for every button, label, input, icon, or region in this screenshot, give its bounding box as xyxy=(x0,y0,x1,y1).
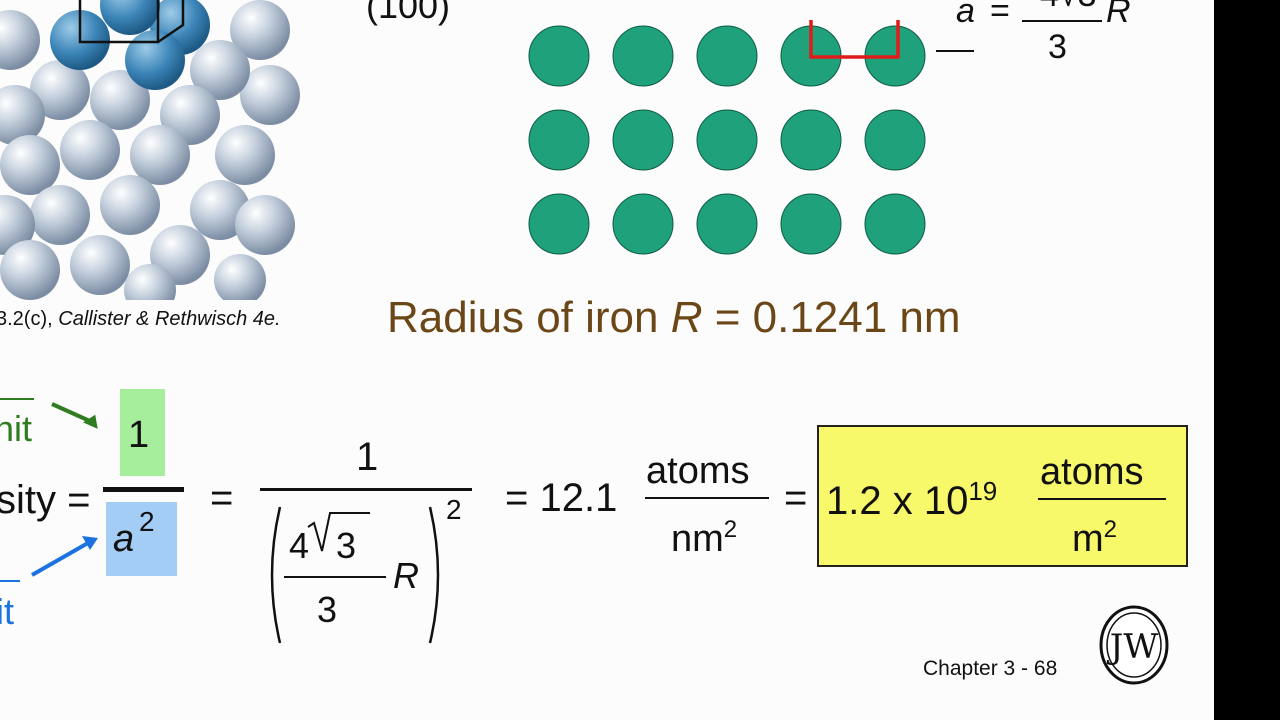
denominator-exp: 2 xyxy=(139,506,155,537)
arrows xyxy=(31,402,98,577)
denominator-box xyxy=(106,502,177,576)
chapter-page-label: Chapter 3 - 68 xyxy=(923,657,1058,680)
equals-3: = xyxy=(784,476,808,520)
unit1-bar xyxy=(645,497,769,499)
atom xyxy=(696,193,758,255)
sqrt-sign xyxy=(307,512,370,552)
atom xyxy=(612,193,674,255)
radius-statement: Radius of iron R = 0.1241 nm xyxy=(387,293,961,342)
unit-cell-square xyxy=(809,20,900,59)
lattice-eq: = xyxy=(990,0,1010,30)
plane-atom-grid xyxy=(528,20,926,255)
atom xyxy=(780,193,842,255)
green-arrowhead xyxy=(83,414,98,429)
lattice-lhs: a xyxy=(956,0,975,30)
atom xyxy=(612,25,674,87)
inner-coef: 4 xyxy=(289,525,310,566)
denominator-var: a xyxy=(113,518,135,560)
inner-root: 3 xyxy=(336,525,357,566)
unit-cell-highlight xyxy=(50,0,210,90)
atom xyxy=(696,25,758,87)
atom xyxy=(864,109,926,171)
outer-exp: 2 xyxy=(446,494,462,525)
sphere-field xyxy=(0,0,300,300)
right-paren xyxy=(428,506,440,644)
numerator-value: 1 xyxy=(128,414,150,456)
blue-arrow xyxy=(31,541,89,577)
left-paren xyxy=(270,506,282,644)
result-box xyxy=(817,425,1188,567)
lattice-denominator: 3 xyxy=(1048,28,1067,66)
atom xyxy=(780,109,842,171)
atom xyxy=(864,193,926,255)
green-arrow xyxy=(51,402,93,424)
formula-dash xyxy=(936,50,974,52)
slide: 3.2(c), Callister & Rethwisch 4e. (100) … xyxy=(0,0,1214,720)
svg-text:JW: JW xyxy=(1107,627,1159,667)
lattice-numerator: 4√3 xyxy=(1040,0,1096,12)
result-value: 1.2 x 1019 xyxy=(826,476,998,523)
result-unit-bar xyxy=(1038,498,1166,500)
label-top: nit xyxy=(0,408,33,449)
atom xyxy=(612,109,674,171)
plane-label: (100) xyxy=(366,0,451,26)
green-overline xyxy=(0,398,34,400)
frac2-bar xyxy=(260,488,472,491)
label-bottom: it xyxy=(0,591,14,632)
figure-caption: 3.2(c), Callister & Rethwisch 4e. xyxy=(0,308,281,330)
bcc-crystal-illustration xyxy=(0,0,300,300)
equals-1: = xyxy=(210,476,234,520)
atom xyxy=(528,193,590,255)
unit1-den: nm2 xyxy=(671,516,738,560)
frac2-numerator: 1 xyxy=(356,435,379,479)
atom xyxy=(528,109,590,171)
lattice-fraction-bar xyxy=(1022,20,1102,22)
result-unit-den: m2 xyxy=(1072,516,1118,560)
wiley-logo-icon: JW xyxy=(1099,605,1169,685)
lattice-var: R xyxy=(1106,0,1131,30)
unit1-numerator: atoms xyxy=(646,450,750,492)
inner-den: 3 xyxy=(317,589,338,630)
numerator-box xyxy=(120,389,165,476)
result-unit-num: atoms xyxy=(1040,451,1144,493)
equals-12-1: = 12.1 xyxy=(505,476,618,520)
main-fraction-bar xyxy=(103,487,184,492)
bracket-expression xyxy=(270,506,440,644)
inner-var: R xyxy=(393,555,419,596)
blue-overline xyxy=(0,580,20,582)
atom xyxy=(696,109,758,171)
label-left: sity = xyxy=(0,478,91,522)
atom xyxy=(528,25,590,87)
blue-arrowhead xyxy=(82,536,98,550)
